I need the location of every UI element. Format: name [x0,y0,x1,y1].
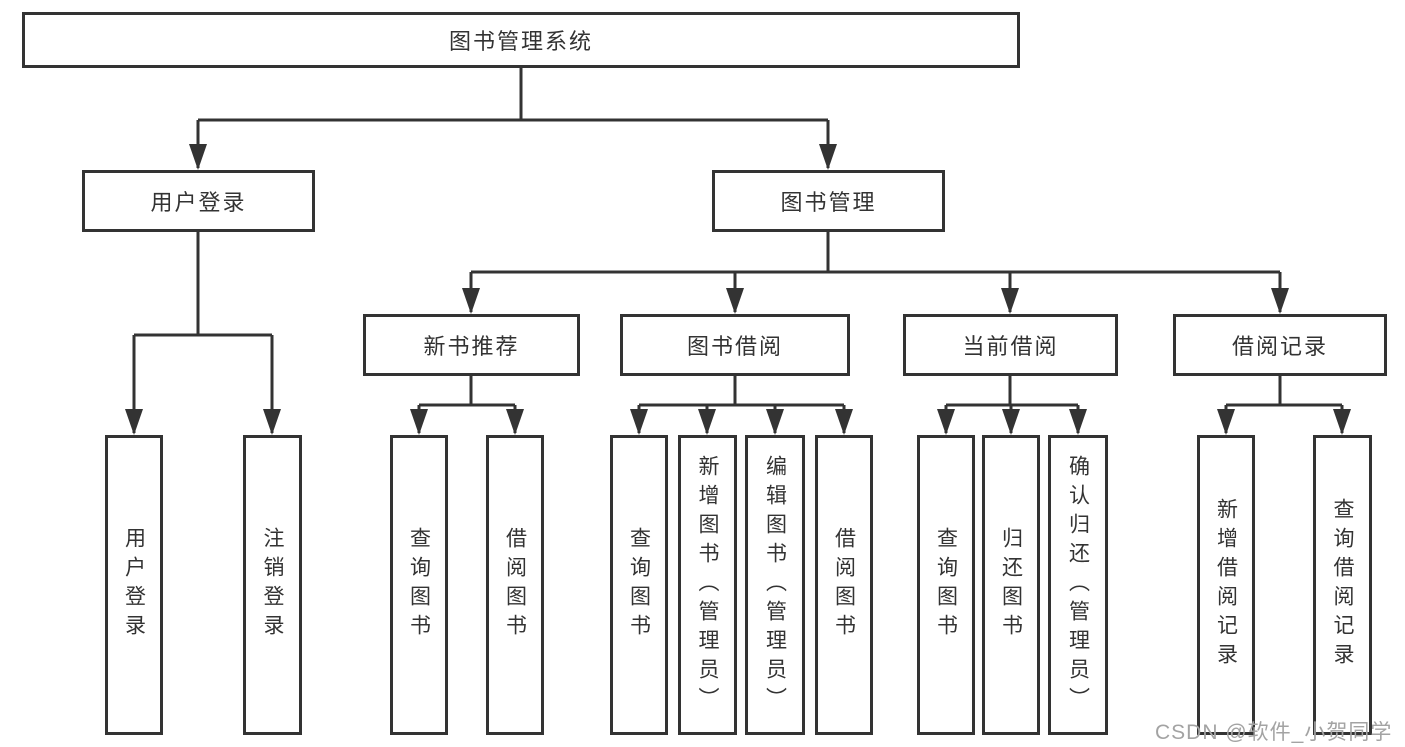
leaf-newbook-borrow-label: 借阅图书 [503,527,527,643]
node-book-management-label: 图书管理 [780,190,877,215]
leaf-records-add: 新增借阅记录 [1197,435,1255,735]
node-current-borrow-label: 当前借阅 [962,334,1059,359]
leaf-borrow-edit-book: 编辑图书（管理员） [745,435,805,735]
arrowhead-icons [125,144,1351,435]
leaf-borrow-query-label: 查询图书 [627,527,651,643]
leaf-user-login-label: 用户登录 [122,527,146,643]
leaf-current-query: 查询图书 [917,435,975,735]
leaf-logout-label: 注销登录 [261,527,284,643]
leaf-records-query-label: 查询借阅记录 [1331,498,1354,672]
csdn-watermark: CSDN @软件_小贺同学 [1155,721,1393,744]
leaf-current-confirm-return-label: 确认归还（管理员） [1066,454,1090,716]
node-borrow-records: 借阅记录 [1173,314,1387,376]
leaf-current-return-label: 归还图书 [999,527,1023,643]
node-user-login: 用户登录 [82,170,315,232]
leaf-newbook-borrow: 借阅图书 [486,435,544,735]
leaf-borrow-borrow-book-label: 借阅图书 [832,527,856,643]
leaf-current-confirm-return: 确认归还（管理员） [1048,435,1108,735]
leaf-newbook-query-label: 查询图书 [407,527,431,643]
leaf-borrow-add-book-label: 新增图书（管理员） [696,454,719,716]
leaf-borrow-query: 查询图书 [610,435,668,735]
node-book-management: 图书管理 [712,170,945,232]
node-book-borrow: 图书借阅 [620,314,850,376]
node-root-label: 图书管理系统 [448,29,593,54]
node-current-borrow: 当前借阅 [903,314,1118,376]
leaf-borrow-edit-book-label: 编辑图书（管理员） [763,454,787,716]
leaf-current-query-label: 查询图书 [934,527,958,643]
leaf-records-add-label: 新增借阅记录 [1214,498,1238,672]
leaf-newbook-query: 查询图书 [390,435,448,735]
leaf-user-login: 用户登录 [105,435,163,735]
node-new-book-recommend-label: 新书推荐 [423,334,520,359]
node-root: 图书管理系统 [22,12,1020,68]
node-book-borrow-label: 图书借阅 [686,334,783,359]
leaf-borrow-borrow-book: 借阅图书 [815,435,873,735]
node-new-book-recommend: 新书推荐 [363,314,580,376]
node-user-login-label: 用户登录 [150,190,247,215]
leaf-current-return: 归还图书 [982,435,1040,735]
leaf-logout: 注销登录 [243,435,302,735]
leaf-records-query: 查询借阅记录 [1313,435,1372,735]
leaf-borrow-add-book: 新增图书（管理员） [678,435,737,735]
node-borrow-records-label: 借阅记录 [1231,334,1328,359]
